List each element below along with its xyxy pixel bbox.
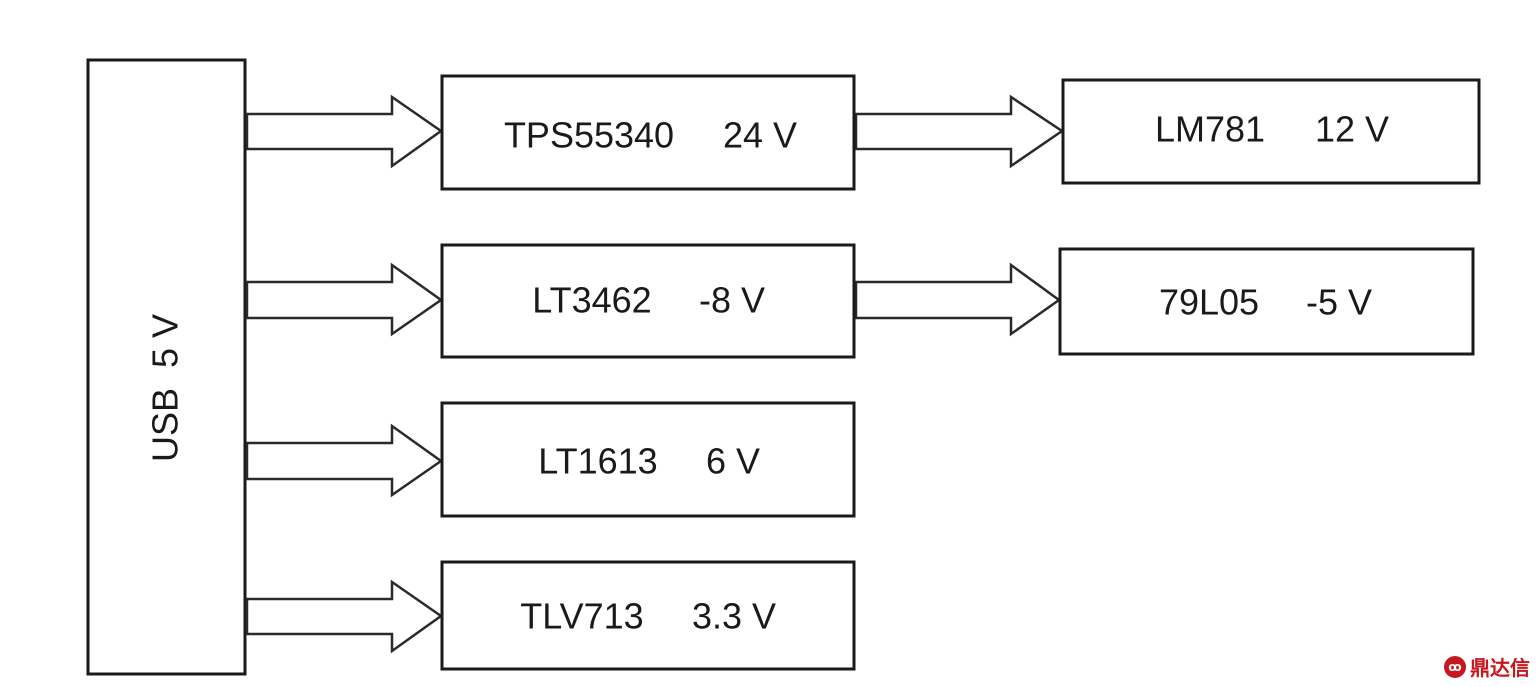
block-tlv713-voltage: 3.3 V <box>692 596 776 637</box>
source-block-usb: USB 5 V <box>86 58 247 676</box>
block-79l05: 79L05 -5 V <box>1058 247 1475 356</box>
block-tps55340: TPS55340 24 V <box>440 74 856 191</box>
watermark-text: 鼎达信 <box>1470 656 1530 680</box>
block-lm781-part: LM781 <box>1155 109 1265 150</box>
block-lt1613-voltage: 6 V <box>706 441 760 482</box>
arrow-tps55340-to-lm781 <box>854 94 1065 169</box>
block-tlv713: TLV713 3.3 V <box>440 560 856 671</box>
watermark: ꝏ 鼎达信 <box>1444 652 1530 681</box>
arrow-usb-to-tps55340 <box>245 94 444 169</box>
block-79l05-voltage: -5 V <box>1306 282 1372 323</box>
arrow-usb-to-lt1613 <box>245 423 444 498</box>
arrow-usb-to-tlv713 <box>245 579 444 654</box>
block-lm781: LM781 12 V <box>1061 78 1481 185</box>
watermark-logo-icon: ꝏ <box>1444 655 1466 678</box>
block-lt1613-part: LT1613 <box>538 441 657 482</box>
arrow-lt3462-to-79l05 <box>854 262 1062 337</box>
block-tps55340-part: TPS55340 <box>504 115 674 156</box>
block-lt3462-part: LT3462 <box>532 280 651 321</box>
block-lt3462: LT3462 -8 V <box>440 243 856 359</box>
source-label: USB 5 V <box>145 314 186 462</box>
block-lt3462-voltage: -8 V <box>699 280 765 321</box>
arrow-usb-to-lt3462 <box>245 262 444 337</box>
block-lt1613: LT1613 6 V <box>440 401 856 518</box>
block-lm781-voltage: 12 V <box>1315 109 1389 150</box>
block-tps55340-voltage: 24 V <box>723 115 797 156</box>
block-79l05-part: 79L05 <box>1159 282 1259 323</box>
block-tlv713-part: TLV713 <box>520 596 643 637</box>
